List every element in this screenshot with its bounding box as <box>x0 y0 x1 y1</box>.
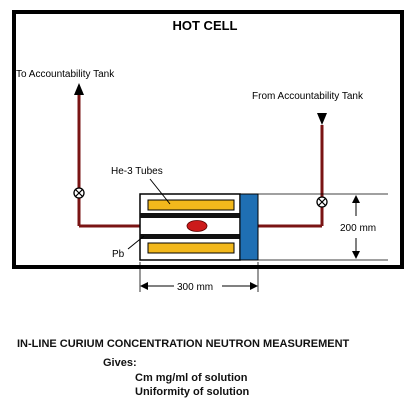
sample-cell <box>186 220 208 232</box>
moderator-end-plate <box>239 193 259 261</box>
from-tank-label: From Accountability Tank <box>252 91 364 102</box>
he3-tube-top <box>147 199 235 211</box>
lead-bar-bottom <box>140 234 240 239</box>
caption-gives-label: Gives: <box>103 357 137 369</box>
he3-tube-bottom <box>147 242 235 254</box>
hot-cell-wall <box>12 10 404 269</box>
left-valve-icon <box>73 187 85 199</box>
lead-bar-top <box>140 213 240 218</box>
pb-label: Pb <box>112 249 125 260</box>
detector-assembly <box>139 193 259 261</box>
outlet-arrow-icon <box>74 83 84 95</box>
inlet-pipe <box>258 113 327 228</box>
he3-leader-line <box>149 178 171 205</box>
caption-result-2: Uniformity of solution <box>135 386 250 398</box>
width-dimension <box>139 262 259 292</box>
caption-result-1: Cm mg/ml of solution <box>135 372 248 384</box>
right-valve-icon <box>316 196 328 208</box>
pb-leader-line <box>127 235 145 250</box>
outlet-pipe <box>74 83 140 228</box>
hot-cell-title: HOT CELL <box>173 18 238 33</box>
width-dimension-label: 300 mm <box>177 282 213 293</box>
height-dimension <box>258 193 388 261</box>
he3-tubes-label: He-3 Tubes <box>111 166 163 177</box>
inlet-arrow-icon <box>317 113 327 125</box>
caption-title: IN-LINE CURIUM CONCENTRATION NEUTRON MEA… <box>17 338 350 350</box>
height-dimension-label: 200 mm <box>340 223 376 234</box>
to-tank-label: To Accountability Tank <box>16 69 115 80</box>
